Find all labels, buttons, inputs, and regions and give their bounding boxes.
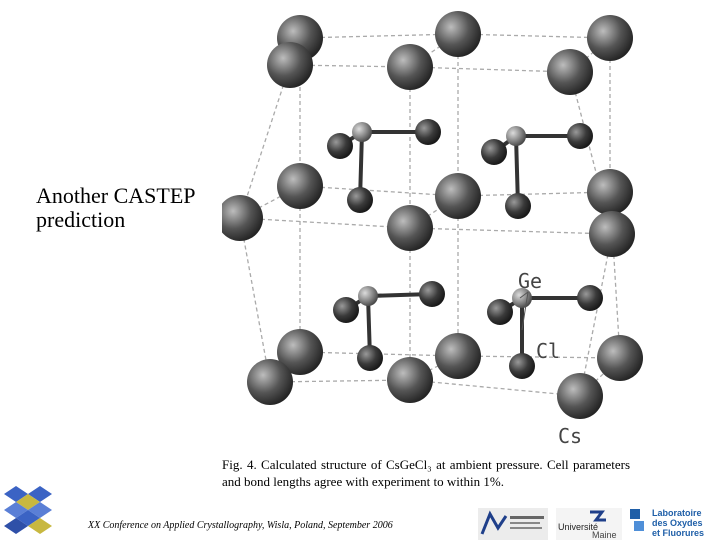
lab-logo-line2: des Oxydes [652, 518, 703, 528]
cs-atom [387, 44, 433, 90]
cl-atom [577, 285, 603, 311]
cs-label: Cs [558, 424, 582, 448]
cs-atom [597, 335, 643, 381]
bonds [338, 130, 592, 368]
crystal-structure-figure: Ge Cl Cs [222, 11, 643, 448]
cs-atoms [222, 11, 643, 419]
cs-atom [247, 359, 293, 405]
cl-atom [481, 139, 507, 165]
cs-atom [387, 357, 433, 403]
cs-atom [267, 42, 313, 88]
cs-atom [589, 211, 635, 257]
cs-atom [557, 373, 603, 419]
univ-logo-text: Université [558, 522, 598, 532]
cl-atom [487, 299, 513, 325]
cs-atom [587, 15, 633, 61]
cl-atom [509, 353, 535, 379]
footer-text: XX Conference on Applied Crystallography… [88, 520, 393, 531]
ge-atom [358, 286, 378, 306]
laboratoire-logo: Laboratoire des Oxydes et Fluorures [628, 505, 720, 540]
cs-atom [222, 195, 263, 241]
cs-atom [435, 173, 481, 219]
ge-label: Ge [518, 269, 542, 293]
universite-logo: Université Maine [556, 508, 622, 540]
label-pointers [519, 291, 529, 331]
cl-atom [333, 297, 359, 323]
lab-logo-line3: et Fluorures [652, 528, 704, 538]
cl-atom [415, 119, 441, 145]
cl-atom [567, 123, 593, 149]
ge-atoms [352, 122, 532, 308]
crismat-logo [478, 508, 548, 540]
cs-atom [277, 329, 323, 375]
cs-atom [587, 169, 633, 215]
cs-atom [277, 163, 323, 209]
cl-label: Cl [536, 339, 560, 363]
cl-atom [347, 187, 373, 213]
slide-title: Another CASTEP prediction [36, 183, 195, 232]
cl-atoms [327, 119, 603, 379]
cs-atom [435, 333, 481, 379]
cl-atom [419, 281, 445, 307]
ge-atom [506, 126, 526, 146]
cs-atom [387, 205, 433, 251]
ge-atom [352, 122, 372, 142]
univ-logo-sub: Maine [592, 530, 617, 540]
cl-atom [357, 345, 383, 371]
lab-logo-line1: Laboratoire [652, 508, 702, 518]
polyhedra-logo [0, 484, 58, 540]
cl-atom [505, 193, 531, 219]
figure-caption: Fig. 4. Calculated structure of CsGeCl₃ … [222, 457, 630, 489]
cs-atom [547, 49, 593, 95]
cl-atom [327, 133, 353, 159]
cs-atom [435, 11, 481, 57]
